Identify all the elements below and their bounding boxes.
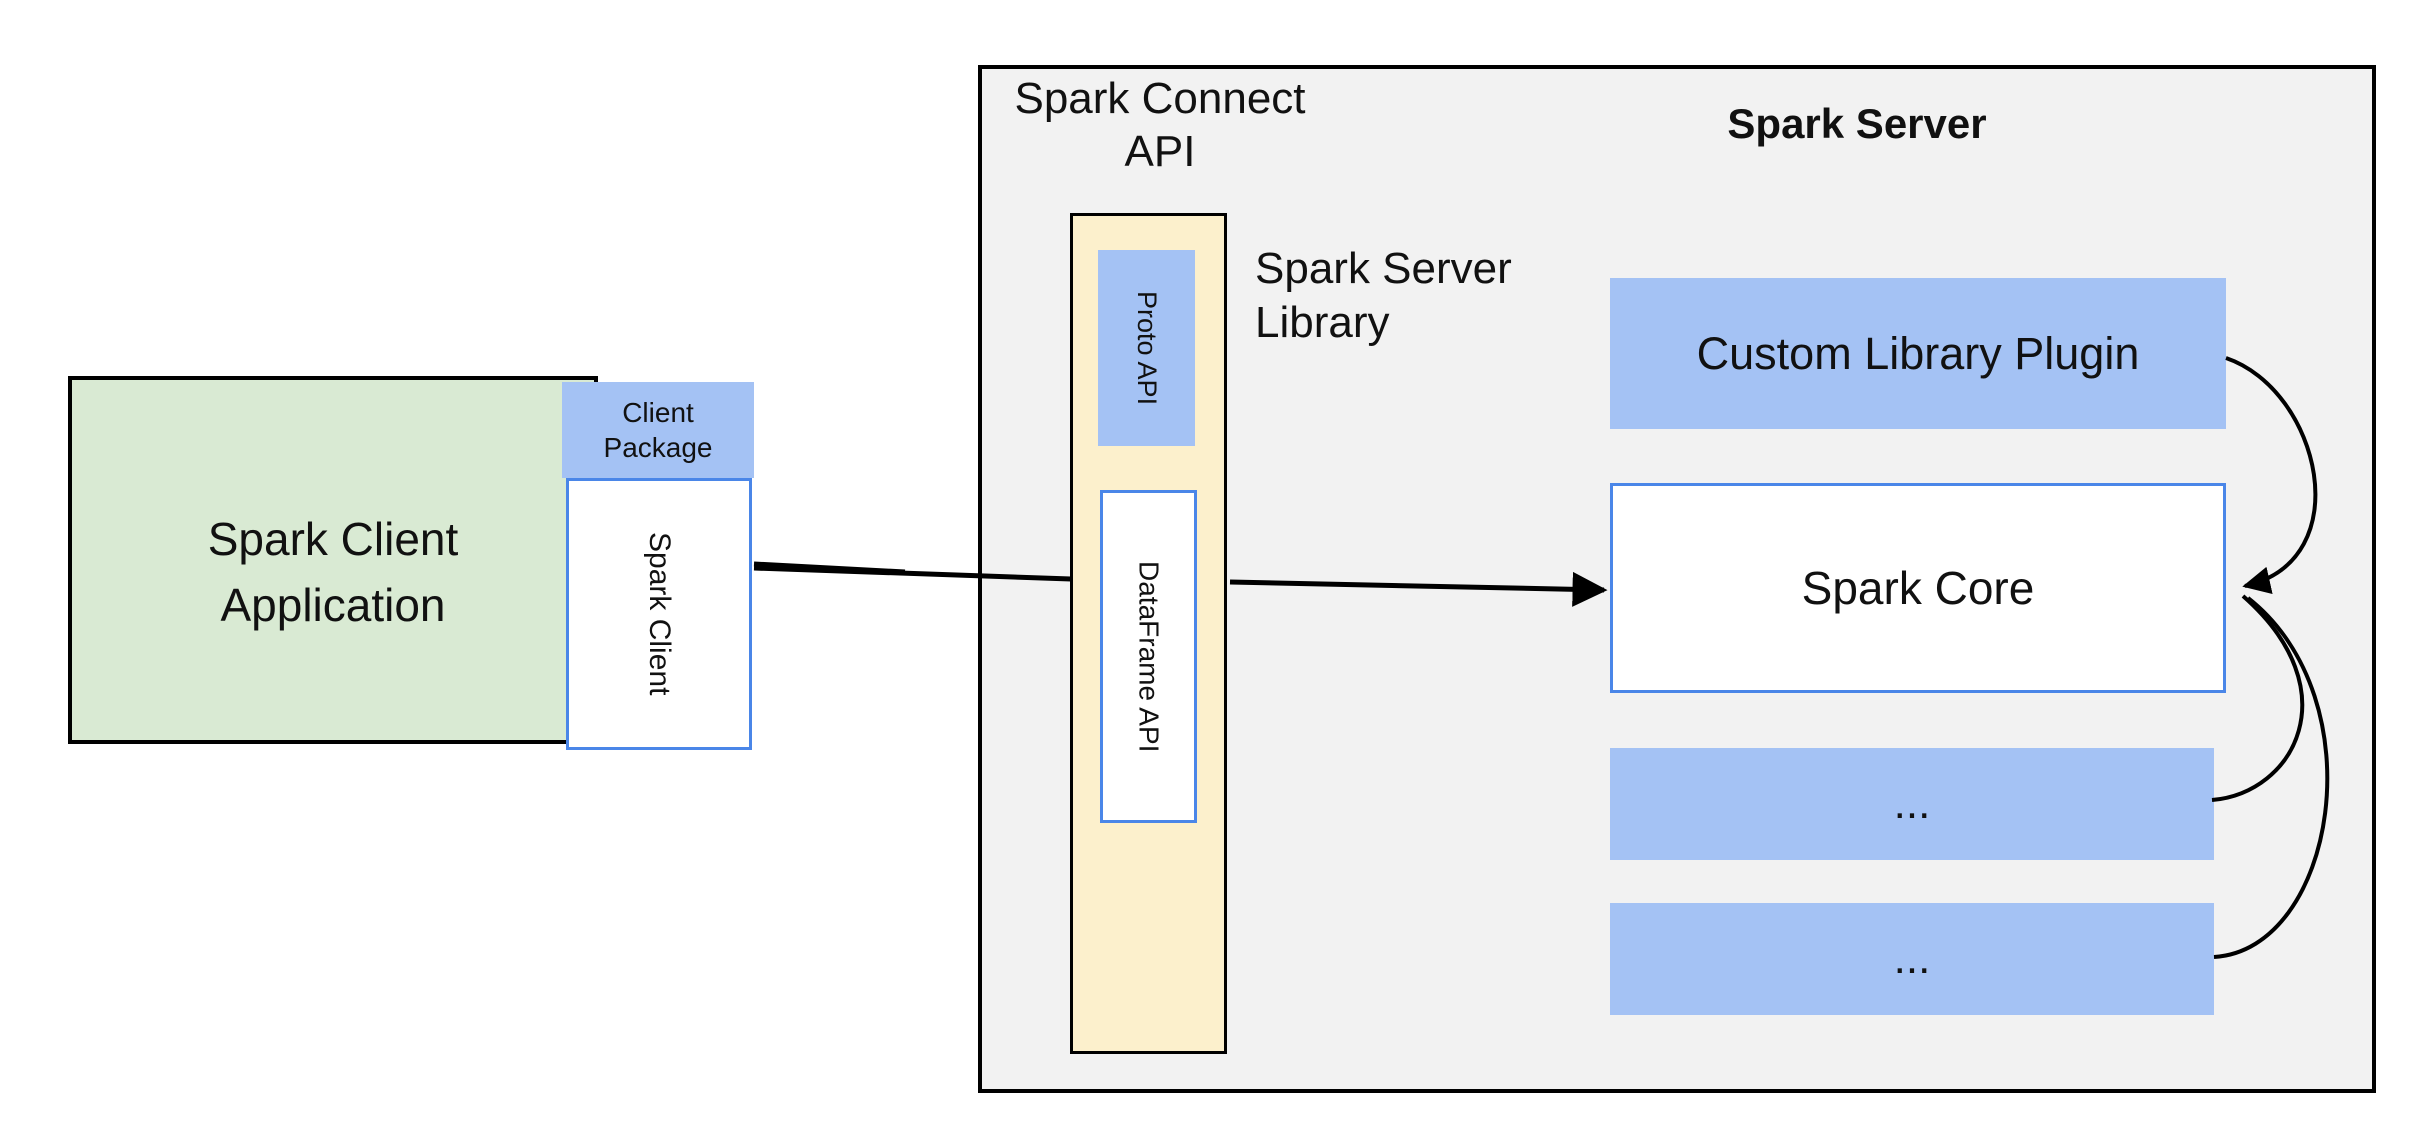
client-to-api-line-overstroke [753,561,906,575]
spark-client-box: Spark Client [566,478,752,750]
spark-client-label: Spark Client [643,532,676,696]
spark-core-label: Spark Core [1801,562,2035,614]
spark-core-box: Spark Core [1610,483,2226,693]
plugin-slot-1-label: ... [1893,779,1931,828]
plugin-slot-box-1: ... [1610,748,2214,860]
spark-connect-api-label: Spark Connect API [1014,74,1306,176]
proto-api-label: Proto API [1132,290,1162,406]
custom-library-plugin-box: Custom Library Plugin [1610,278,2226,429]
spark-client-application-box: Spark Client Application [68,376,598,744]
client-package-box: Client Package [562,382,754,478]
dataframe-api-box: DataFrame API [1100,490,1197,823]
spark-server-library-label: Spark Server Library [1255,244,1512,347]
spark-client-application-label: Spark Client Application [207,513,459,631]
plugin-slot-2-label: ... [1893,934,1931,983]
proto-api-box: Proto API [1098,250,1195,446]
custom-library-plugin-label: Custom Library Plugin [1696,327,2140,379]
spark-server-title: Spark Server [1727,100,1987,147]
dataframe-api-label: DataFrame API [1133,560,1165,753]
plugin-slot-box-2: ... [1610,903,2214,1015]
